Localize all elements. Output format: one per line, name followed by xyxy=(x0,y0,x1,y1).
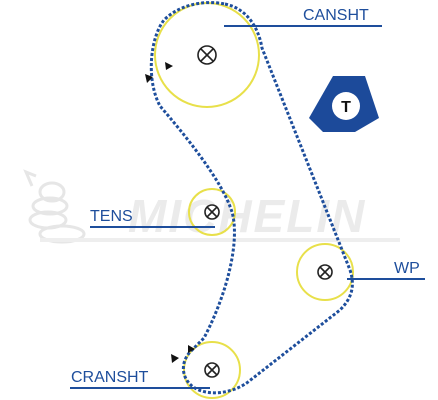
crankshaft-timing-mark-icon xyxy=(171,354,179,363)
camshaft-timing-mark-icon xyxy=(145,74,153,83)
crankshaft-center-icon xyxy=(204,362,220,378)
crankshaft-label: CRANSHT xyxy=(71,369,149,386)
water-pump-label: WP xyxy=(394,260,420,277)
water-pump-pulley xyxy=(296,243,354,301)
tensioner-badge: T xyxy=(309,76,379,132)
timing-belt xyxy=(149,1,354,395)
badge-letter: T xyxy=(341,99,351,116)
bibendum-mascot-icon xyxy=(23,169,86,244)
tensioner-center-icon xyxy=(204,204,220,220)
water-pump-center-icon xyxy=(317,264,333,280)
camshaft-center-icon xyxy=(197,45,217,65)
watermark-underline xyxy=(40,238,400,242)
camshaft-timing-mark-2-icon xyxy=(165,62,173,70)
crankshaft-timing-mark-2-icon xyxy=(188,345,195,353)
tensioner-label: TENS xyxy=(90,208,133,225)
camshaft-label: CANSHT xyxy=(303,7,369,24)
tensioner-pulley xyxy=(188,188,236,236)
watermark-text: MICHELIN xyxy=(128,190,366,242)
michelin-watermark: MICHELIN xyxy=(23,169,400,244)
crankshaft-pulley xyxy=(183,341,241,399)
badge-circle xyxy=(332,92,360,120)
